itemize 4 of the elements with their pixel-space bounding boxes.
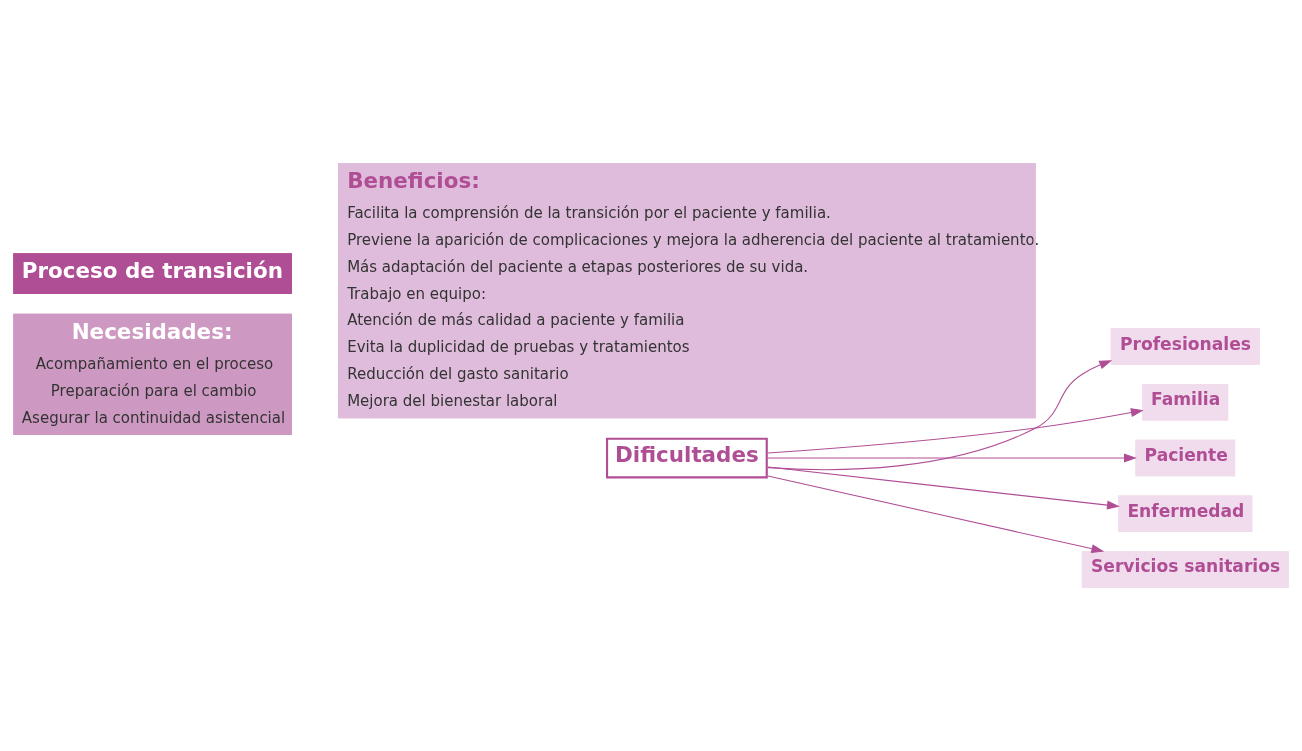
arrow [767, 453, 1137, 463]
arrow [767, 466, 1120, 510]
arrow [767, 408, 1144, 454]
arrow [767, 475, 1105, 554]
